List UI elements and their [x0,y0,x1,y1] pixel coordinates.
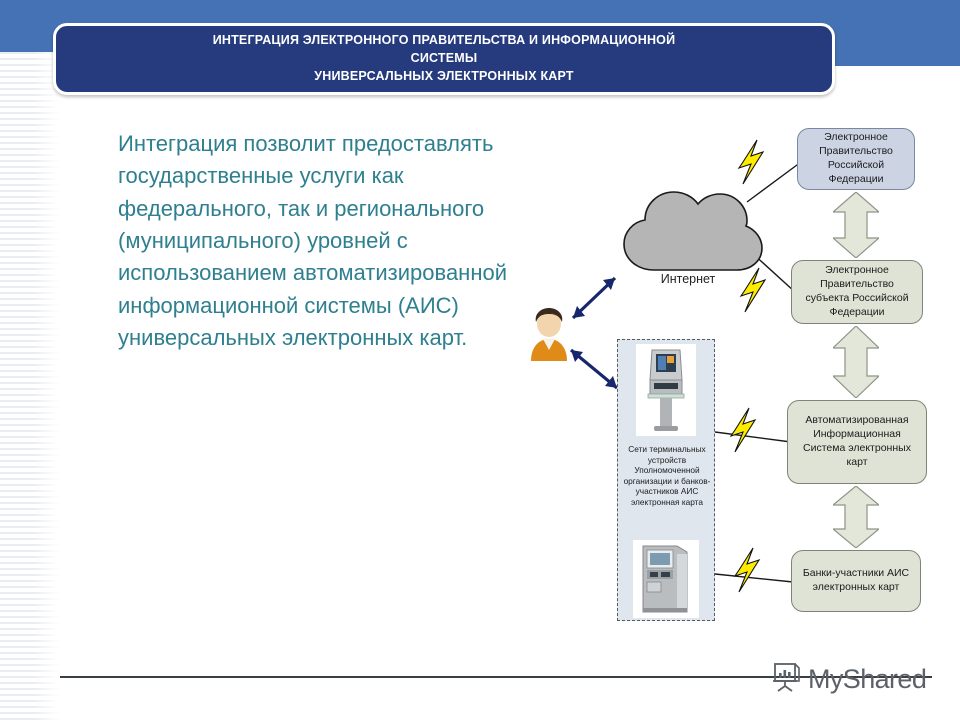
lightning-bolt-3 [729,407,757,453]
node-e-government-subject[interactable]: Электронное Правительство субъекта Росси… [791,260,923,324]
slide-title-line-1: ИНТЕГРАЦИЯ ЭЛЕКТРОННОГО ПРАВИТЕЛЬСТВА И … [212,33,676,48]
lightning-bolt-4 [733,547,761,593]
myshared-brand-text: MyShared [808,663,927,694]
arrow-person-terminals [569,348,619,390]
arrow-egrf-egsubject [833,192,879,258]
arrow-egsubject-ais [833,326,879,398]
node-e-government-rf-label: Электронное Правительство Российской Фед… [819,131,893,185]
node-participant-banks[interactable]: Банки-участники АИС электронных карт [791,550,921,612]
terminal-network-group: Сети терминальных устройств Уполномоченн… [617,339,715,621]
slide-title-line-3: УНИВЕРСАЛЬНЫХ ЭЛЕКТРОННЫХ КАРТ [314,68,574,83]
node-e-government-rf[interactable]: Электронное Правительство Российской Фед… [797,128,915,190]
node-e-government-subject-label: Электронное Правительство субъекта Росси… [805,264,909,318]
node-ais-electronic-cards[interactable]: Автоматизированная Информационная Систем… [787,400,927,484]
payment-kiosk-icon [636,344,696,436]
citizen-user-icon [528,305,570,365]
footer-divider [60,676,932,678]
myshared-brand[interactable]: MyShared [770,656,950,702]
title-banner: ИНТЕГРАЦИЯ ЭЛЕКТРОННОГО ПРАВИТЕЛЬСТВА И … [53,23,835,95]
slide-title: ИНТЕГРАЦИЯ ЭЛЕКТРОННОГО ПРАВИТЕЛЬСТВА И … [199,32,690,85]
terminal-network-caption: Сети терминальных устройств Уполномоченн… [623,444,711,508]
node-participant-banks-label: Банки-участники АИС электронных карт [802,567,910,593]
atm-machine-icon [633,540,699,618]
presentation-board-icon [770,661,802,698]
left-stripe-fade [0,52,60,720]
slide-title-line-2: СИСТЕМЫ [410,51,478,66]
arrow-ais-banks [833,486,879,548]
node-ais-electronic-cards-label: Автоматизированная Информационная Систем… [803,414,911,468]
integration-diagram: Интернет [495,110,945,650]
slide-body-text: Интеграция позволит предоставлять госуда… [118,131,508,350]
internet-cloud-icon [608,178,768,288]
internet-cloud-label: Интернет [660,272,716,286]
